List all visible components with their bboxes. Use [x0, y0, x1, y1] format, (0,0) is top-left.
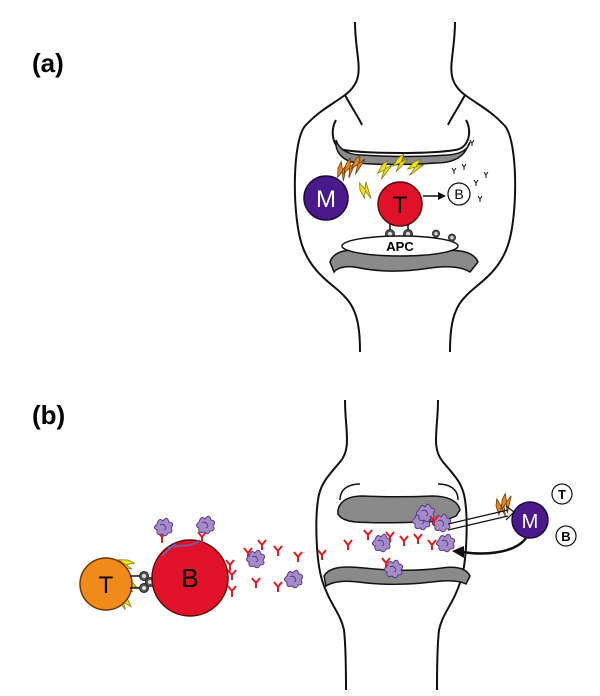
small-t-cell-b-label: T — [558, 487, 566, 502]
antibodies-on-cartilage-b — [343, 515, 439, 568]
arrow-t-to-b-a — [423, 192, 446, 200]
panel-a-label: (a) — [32, 48, 64, 78]
b-cell-b-label: B — [181, 563, 198, 593]
apc-a-label: APC — [386, 239, 414, 254]
b-cell-b: B — [151, 515, 237, 617]
b-cell-a-label: B — [454, 186, 463, 202]
joint-capsule-b — [315, 399, 468, 691]
macrophage-b: M — [489, 491, 549, 539]
recruit-arrows-b — [447, 505, 515, 531]
t-cell-b: T — [79, 553, 155, 612]
small-b-cell-b-label: B — [561, 529, 570, 544]
free-antibodies-b — [227, 539, 327, 592]
joint-capsule-a — [293, 21, 517, 353]
t-cell-a-label: T — [393, 192, 408, 219]
apc-a: APC — [341, 229, 459, 257]
curved-arrow-b — [452, 537, 528, 558]
macrophage-a-label: M — [316, 186, 336, 213]
t-cell-b-label: T — [99, 572, 114, 599]
panel-b-label: (b) — [32, 400, 65, 430]
small-b-cell-b: B — [555, 525, 577, 547]
macrophage-b-label: M — [522, 511, 539, 533]
b-cell-a: B — [447, 139, 489, 206]
macrophage-a: M — [303, 153, 368, 221]
upper-bone-a — [331, 119, 471, 154]
t-cell-a: T — [353, 153, 426, 239]
small-t-cell-b: T — [551, 483, 573, 505]
